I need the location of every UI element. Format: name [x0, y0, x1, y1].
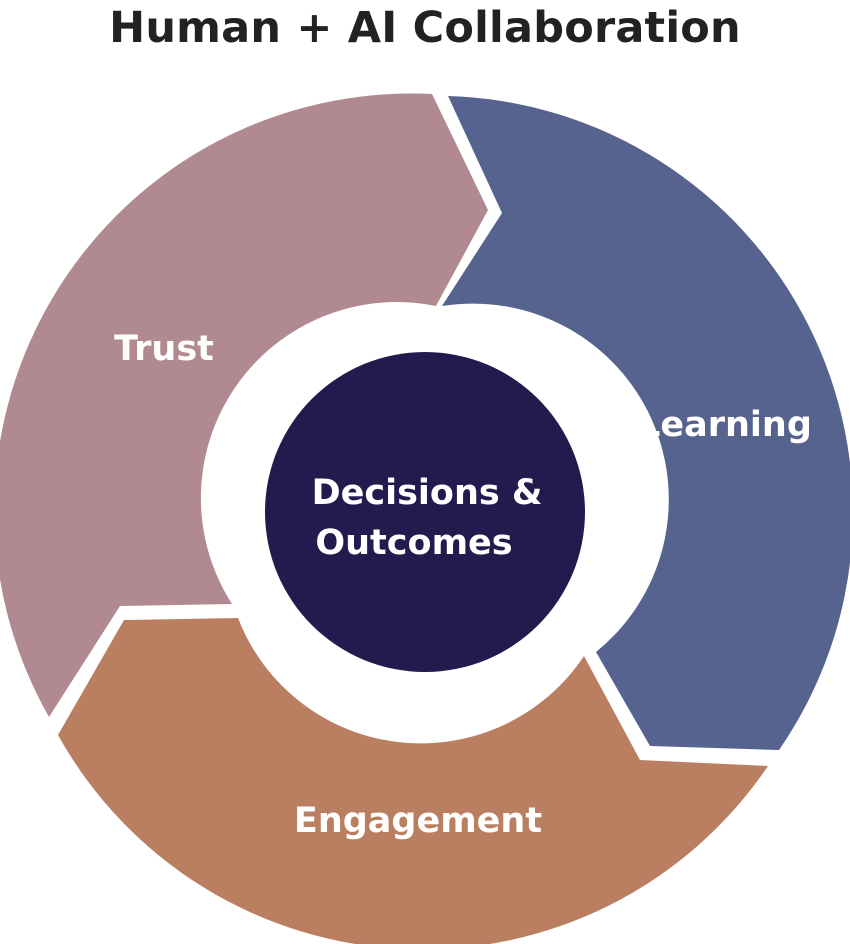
segment-learning — [442, 96, 850, 750]
label-engagement: Engagement — [294, 801, 542, 841]
center-label-line2: Outcomes — [315, 523, 512, 563]
segment-trust — [0, 93, 488, 717]
center-circle — [265, 352, 585, 672]
label-trust: Trust — [114, 329, 214, 369]
label-learning: Learning — [638, 405, 812, 445]
diagram-title: Human + AI Collaboration — [109, 3, 741, 53]
center-label-line1: Decisions & — [312, 473, 543, 513]
segment-engagement — [58, 618, 768, 944]
